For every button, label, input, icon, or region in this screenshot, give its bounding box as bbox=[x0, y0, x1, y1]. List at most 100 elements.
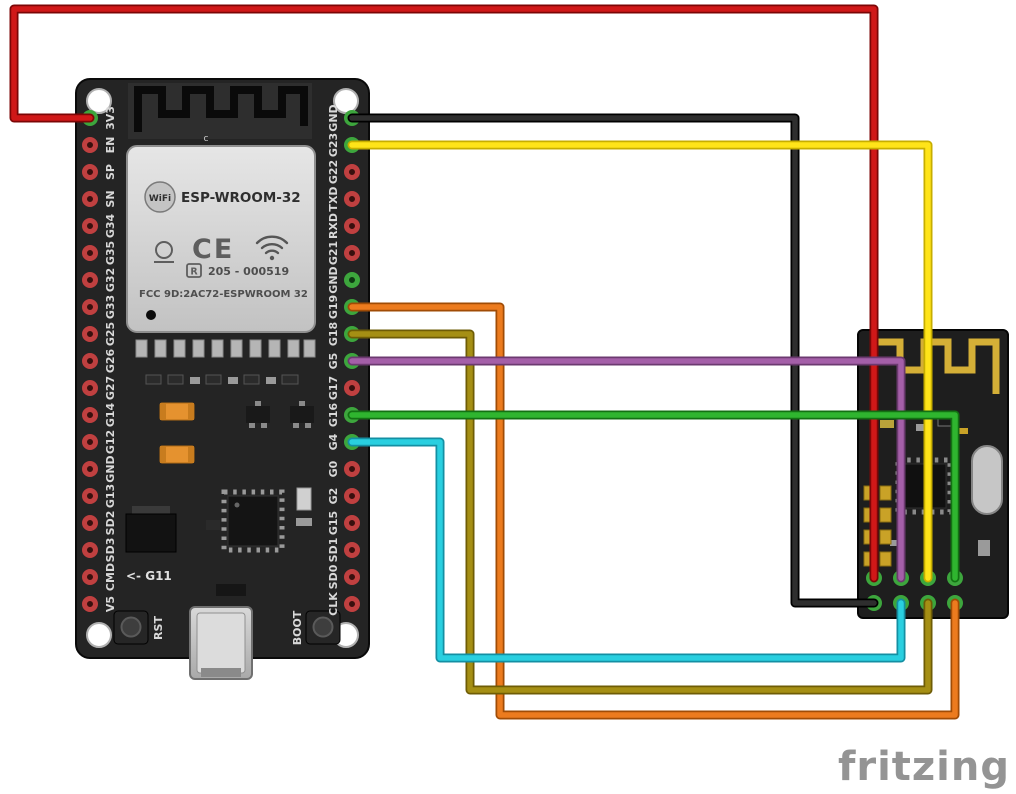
boot-button[interactable] bbox=[305, 610, 341, 645]
pin-g0[interactable] bbox=[344, 461, 360, 477]
pin-label: SN bbox=[104, 190, 117, 207]
pin-label: G26 bbox=[104, 348, 117, 373]
rst-label: RST bbox=[152, 616, 165, 640]
pin-label: G23 bbox=[327, 133, 340, 157]
mounting-hole bbox=[86, 622, 112, 648]
pin-label: G2 bbox=[327, 488, 340, 505]
pin-g34[interactable] bbox=[82, 218, 98, 234]
antenna-label: c bbox=[204, 134, 209, 144]
pin-sd0[interactable] bbox=[344, 569, 360, 585]
pin-rxd[interactable] bbox=[344, 218, 360, 234]
fritzing-watermark: fritzing bbox=[838, 744, 1010, 790]
shield-dot bbox=[146, 310, 156, 320]
esp32-board[interactable]: c WiFi ESP-WROOM-32 CE R 205 - 000519 FC… bbox=[75, 78, 370, 680]
pin-v5[interactable] bbox=[82, 596, 98, 612]
fcc-id: FCC 9D:2AC72-ESPWROOM 32 bbox=[139, 289, 308, 300]
pin-label: SD1 bbox=[327, 538, 340, 563]
pin-sd1[interactable] bbox=[344, 542, 360, 558]
boot-label: BOOT bbox=[291, 610, 304, 645]
esp32-smd-components bbox=[145, 374, 312, 596]
pin-label: G5 bbox=[327, 353, 340, 370]
pin-label: G19 bbox=[327, 295, 340, 319]
pin-g17[interactable] bbox=[344, 380, 360, 396]
pin-label: 3V3 bbox=[104, 106, 117, 130]
nrf24l01-board[interactable] bbox=[857, 329, 1009, 619]
pin-label: G21 bbox=[327, 241, 340, 265]
pin-g14[interactable] bbox=[82, 407, 98, 423]
esp32-left-pins bbox=[82, 110, 98, 612]
transistor bbox=[246, 401, 270, 428]
pin-g13[interactable] bbox=[82, 488, 98, 504]
pin-g35[interactable] bbox=[82, 245, 98, 261]
capacitor bbox=[159, 445, 195, 464]
pin-g22[interactable] bbox=[344, 164, 360, 180]
pin-label: CMD bbox=[104, 563, 117, 591]
pin-g27[interactable] bbox=[82, 380, 98, 396]
rst-button[interactable] bbox=[113, 610, 149, 645]
pin-label: SD0 bbox=[327, 564, 340, 589]
pin-label: G13 bbox=[104, 484, 117, 508]
wire-olive-g18[interactable] bbox=[347, 329, 933, 695]
wifi-antenna: c bbox=[128, 83, 312, 144]
pin-label: G0 bbox=[327, 460, 340, 477]
pin-label: GND bbox=[104, 455, 117, 482]
wifi-signal-icon bbox=[255, 235, 289, 261]
regulatory-mark-icon bbox=[155, 241, 173, 259]
serial-number: 205 - 000519 bbox=[208, 265, 289, 278]
pin-label: GND bbox=[327, 266, 340, 293]
transistor bbox=[290, 401, 314, 428]
pin-label: G17 bbox=[327, 376, 340, 400]
pin-label: G27 bbox=[104, 376, 117, 400]
g11-label: <- G11 bbox=[126, 569, 172, 583]
pin-label: G4 bbox=[327, 433, 340, 450]
pin-sp[interactable] bbox=[82, 164, 98, 180]
pin-sn[interactable] bbox=[82, 191, 98, 207]
wire-green-g16[interactable] bbox=[347, 410, 960, 583]
pin-gnd-right-2[interactable] bbox=[344, 272, 360, 288]
pin-g15[interactable] bbox=[344, 515, 360, 531]
pin-g32[interactable] bbox=[82, 272, 98, 288]
pin-label: SP bbox=[104, 164, 117, 180]
pin-label: G18 bbox=[327, 322, 340, 346]
pin-g2[interactable] bbox=[344, 488, 360, 504]
pin-label: G16 bbox=[327, 402, 340, 427]
wire-purple-g5[interactable] bbox=[347, 356, 906, 583]
pin-label: G33 bbox=[104, 295, 117, 319]
antenna-trace bbox=[134, 86, 308, 132]
pin-g33[interactable] bbox=[82, 299, 98, 315]
espressif-logo bbox=[144, 181, 176, 213]
wire-orange-g19[interactable] bbox=[347, 302, 960, 720]
nrf-smd-components bbox=[880, 417, 990, 556]
crystal-oscillator bbox=[971, 445, 1003, 515]
pin-label: RXD bbox=[327, 213, 340, 239]
wire-red-vcc[interactable] bbox=[9, 4, 879, 583]
pin-clk[interactable] bbox=[344, 596, 360, 612]
esp32-module-pads bbox=[135, 339, 316, 358]
pin-label: G35 bbox=[104, 241, 117, 265]
pin-label: G34 bbox=[104, 213, 117, 238]
wire-cyan-g4[interactable] bbox=[347, 437, 906, 663]
pin-label: V5 bbox=[104, 596, 117, 612]
pin-sd2[interactable] bbox=[82, 515, 98, 531]
voltage-regulator bbox=[125, 506, 177, 553]
wire-yellow-g23[interactable] bbox=[347, 140, 933, 583]
module-name: ESP-WROOM-32 bbox=[181, 190, 301, 206]
wifi-logo-label: WiFi bbox=[149, 194, 171, 204]
r-mark: R bbox=[190, 267, 198, 278]
pin-label: SD2 bbox=[104, 511, 117, 536]
pin-cmd[interactable] bbox=[82, 569, 98, 585]
pin-g25[interactable] bbox=[82, 326, 98, 342]
pin-gnd-left[interactable] bbox=[82, 461, 98, 477]
pin-sd3[interactable] bbox=[82, 542, 98, 558]
esp-wroom-shield: WiFi ESP-WROOM-32 CE R 205 - 000519 FCC … bbox=[126, 145, 316, 333]
pin-txd[interactable] bbox=[344, 191, 360, 207]
pin-en[interactable] bbox=[82, 137, 98, 153]
pin-g21[interactable] bbox=[344, 245, 360, 261]
pin-g12[interactable] bbox=[82, 434, 98, 450]
pin-g26[interactable] bbox=[82, 353, 98, 369]
esp32-left-pin-labels: 3V3 EN SP SN G34 G35 G32 G33 G25 G26 G27… bbox=[104, 106, 117, 612]
pin-label: TXD bbox=[327, 186, 340, 211]
pin-label: G14 bbox=[104, 402, 117, 427]
capacitor bbox=[159, 402, 195, 421]
pin-label: CLK bbox=[327, 592, 340, 616]
